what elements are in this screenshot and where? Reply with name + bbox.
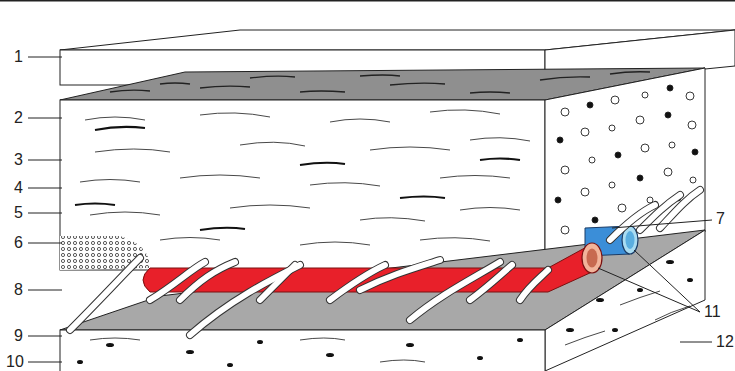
callout-number: 12 bbox=[716, 333, 734, 351]
callout-number: 1 bbox=[14, 48, 23, 66]
callout-number: 2 bbox=[14, 109, 23, 127]
callout-number: 9 bbox=[14, 327, 23, 345]
callout-number: 11 bbox=[704, 303, 721, 321]
callout-number: 10 bbox=[6, 353, 24, 371]
callout-number: 4 bbox=[14, 179, 23, 197]
callout-number: 3 bbox=[14, 151, 23, 169]
callout-number: 8 bbox=[14, 281, 23, 299]
callout-number: 6 bbox=[14, 234, 23, 252]
callout-number: 7 bbox=[716, 210, 725, 228]
callout-number: 5 bbox=[14, 204, 23, 222]
